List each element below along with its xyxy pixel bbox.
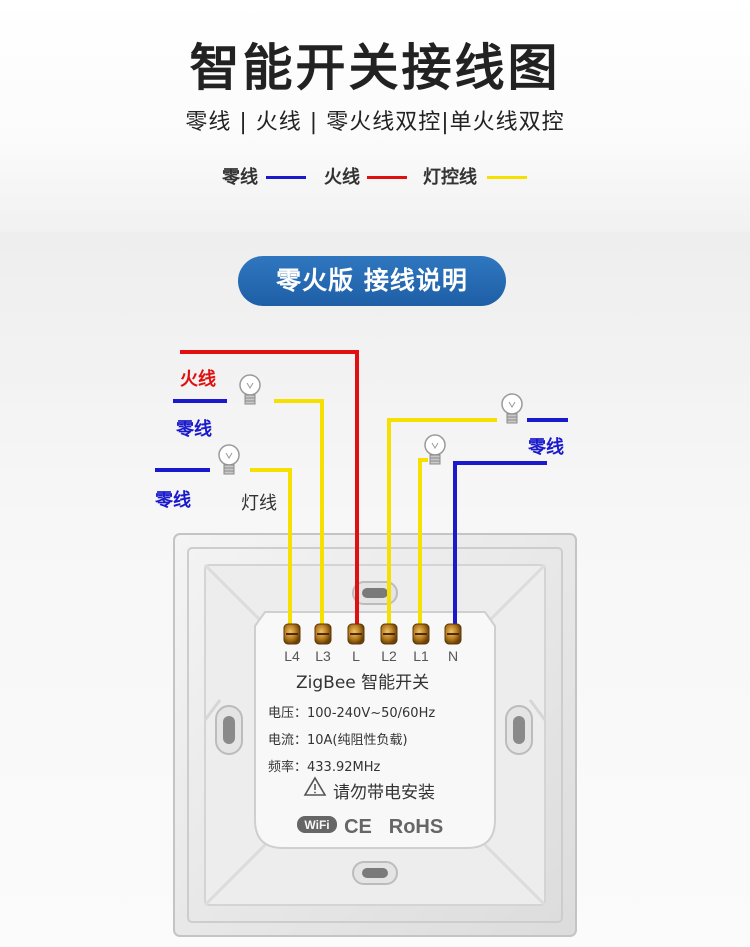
terminal-screw-icon: [412, 623, 430, 645]
terminal-screws: [283, 623, 462, 645]
terminal-screw-icon: [444, 623, 462, 645]
lamp-wire-l1: [418, 458, 428, 630]
terminal-label: L1: [413, 648, 429, 664]
page-title: 智能开关接线图: [189, 39, 561, 97]
module-brand: ZigBee 智能开关: [296, 673, 430, 693]
section-badge: 零火版 接线说明: [238, 256, 506, 306]
legend-neutral-label: 零线: [222, 167, 258, 188]
mounting-slot-bottom: [352, 861, 398, 885]
terminal-screw-icon: [380, 623, 398, 645]
neutral-wire-label: 零线: [528, 437, 564, 458]
legend-live-line: [367, 176, 407, 179]
terminal-label: L3: [315, 648, 331, 664]
rohs-mark: RoHS: [389, 816, 443, 838]
warning-triangle-icon: [303, 776, 327, 796]
legend-live-label: 火线: [324, 167, 360, 188]
bulb-icon: [218, 444, 240, 475]
module-current: 电流：10A(纯阻性负载): [268, 733, 408, 748]
wifi-cert-icon: WiFi: [297, 816, 337, 833]
page-subtitle: 零线 | 火线 | 零火线双控|单火线双控: [185, 110, 565, 135]
terminal-label: L: [352, 648, 360, 664]
lamp-wire-label: 灯线: [241, 493, 277, 514]
neutral-wire-label: 零线: [155, 490, 191, 511]
terminal-screw-icon: [283, 623, 301, 645]
terminal-screw-icon: [314, 623, 332, 645]
lamp-wire-l2: [387, 418, 497, 630]
module-warning: 请勿带电安装: [333, 783, 435, 803]
legend-neutral-line: [266, 176, 306, 179]
wires: [155, 350, 568, 630]
terminal-label: L4: [284, 648, 300, 664]
bulb-icon: [239, 374, 261, 405]
live-wire-label: 火线: [180, 369, 216, 390]
header-background: [0, 0, 750, 232]
lamp-wire-l4: [250, 468, 292, 630]
module-voltage: 电压：100-240V~50/60Hz: [268, 706, 436, 721]
legend-lamp-line: [487, 176, 527, 179]
ce-mark: CE: [344, 816, 372, 838]
module-frequency: 频率：433.92MHz: [268, 760, 381, 775]
mounting-slot-left: [215, 705, 243, 755]
svg-text:WiFi: WiFi: [304, 818, 329, 832]
bulb-icon: [501, 393, 523, 424]
mounting-slot-right: [505, 705, 533, 755]
legend-lamp-label: 灯控线: [423, 167, 477, 188]
terminal-label: N: [448, 648, 458, 664]
neutral-wire-terminal: [453, 461, 547, 630]
neutral-wire-label: 零线: [176, 419, 212, 440]
terminal-screw-icon: [347, 623, 365, 645]
bulb-icon: [424, 434, 446, 465]
lamp-wire-l3: [274, 399, 324, 630]
wire-legend: 零线 火线 灯控线: [0, 163, 750, 189]
live-wire: [180, 350, 359, 630]
terminal-label: L2: [381, 648, 397, 664]
mounting-slot-top: [352, 581, 398, 605]
